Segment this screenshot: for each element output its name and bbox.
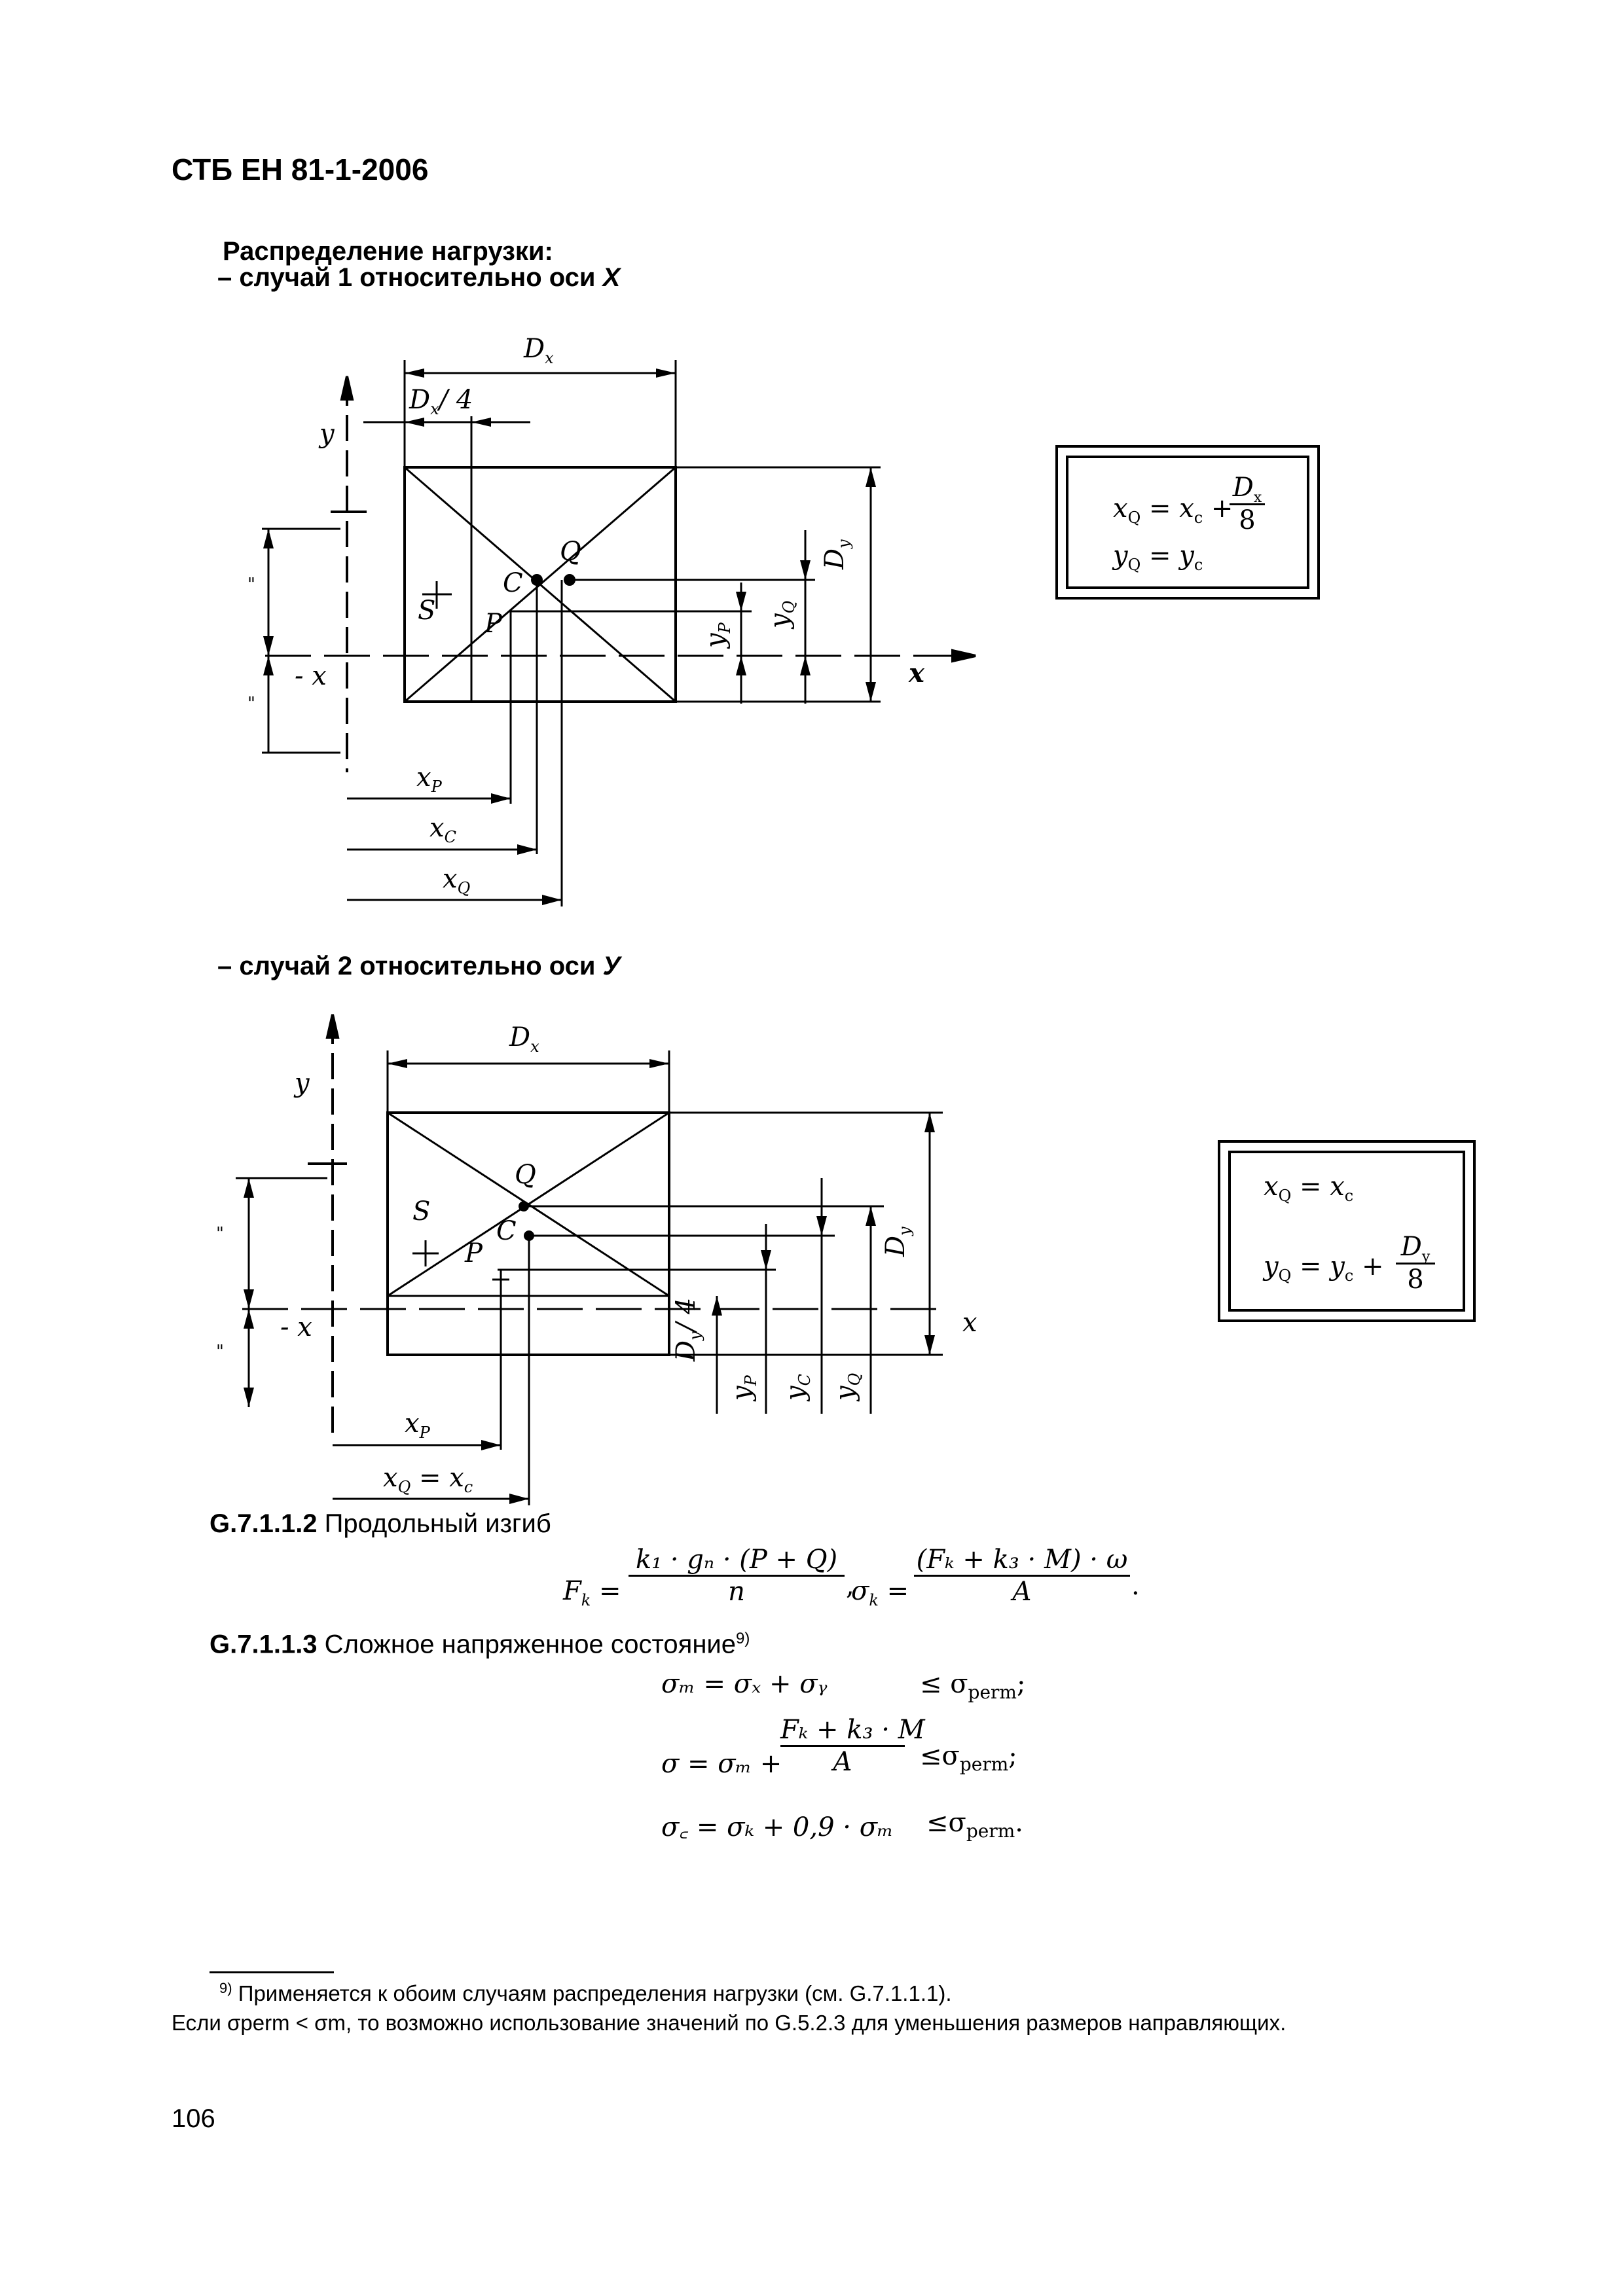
label-s-1: S — [418, 596, 436, 626]
label-q-1: Q — [560, 537, 581, 567]
formula2-line2: yQ = yc + — [1264, 1251, 1384, 1285]
formula2-fraction: Dy 8 — [1396, 1232, 1435, 1295]
label-c-1: C — [503, 568, 523, 598]
section-buckling-heading: G.7.1.1.2 Продольный изгиб — [210, 1509, 551, 1538]
case2-subtitle: – случай 2 относительно оси У — [217, 952, 621, 980]
footnote-line2: Если σperm < σm, то возможно использован… — [172, 2011, 1286, 2035]
label-yc-2: yC — [780, 1374, 814, 1401]
formula-box-case2: xQ = xc yQ = yc + Dy 8 — [1218, 1140, 1476, 1322]
label-s-2: S — [412, 1196, 431, 1227]
label-x-2: x — [962, 1308, 977, 1338]
quote-mark-2a: " — [216, 1224, 224, 1244]
equation-sigma-c-lhs: σ꜀ = σₖ + 0,9 · σₘ — [661, 1812, 894, 1842]
equation-sigma-c-rhs: ≤σperm. — [926, 1808, 1023, 1842]
formula-box-case1: xQ = xc + Dx 8 yQ = yc — [1055, 445, 1320, 600]
formula1-line2: yQ = yc — [1113, 541, 1203, 574]
label-p-1: P — [484, 609, 502, 639]
label-yp-2: yP — [727, 1375, 760, 1401]
label-p-2: P — [465, 1238, 483, 1268]
document-number: СТБ ЕН 81-1-2006 — [172, 152, 429, 187]
y-axis-arrow-1 — [340, 376, 354, 401]
quote-mark-2b: " — [216, 1342, 224, 1361]
case1-title: Распределение нагрузки: — [223, 237, 553, 266]
quote-mark-1b: " — [247, 694, 255, 713]
equation-sigma-fraction: Fₖ + k₃ · M A — [780, 1715, 925, 1777]
label-yq-2: yQ — [830, 1372, 864, 1401]
equation-sigma-lhs: σ = σₘ + — [661, 1749, 782, 1779]
page-number: 106 — [172, 2104, 215, 2133]
label-y-2: y — [295, 1068, 310, 1098]
case2-axis: У — [602, 952, 621, 980]
equation-sigma-m-lhs: σₘ = σₓ + σᵧ — [661, 1669, 828, 1699]
label-dx-1: Dx — [524, 334, 554, 367]
quote-mark-1a: " — [247, 575, 255, 594]
footnote-ref: 9) — [736, 1630, 750, 1647]
footnote-separator — [210, 1971, 334, 1973]
label-dy-2: Dy — [881, 1227, 914, 1257]
label-xq-1: xQ — [443, 864, 471, 897]
formula1-line1: xQ = xc + — [1113, 493, 1233, 527]
label-dx4-1: Dx/ 4 — [409, 385, 473, 418]
equation-sigma-rhs: ≤σperm; — [920, 1741, 1017, 1775]
label-dy4-2: Dy/ 4 — [671, 1297, 704, 1361]
equation-sigma-m-rhs: ≤ σperm; — [920, 1669, 1026, 1703]
label-minus-x-1: - x — [295, 661, 327, 691]
label-minus-x-2: - x — [280, 1312, 312, 1342]
car-floor-rect-1 — [403, 466, 677, 703]
label-xqc-2: xQ = xc — [383, 1463, 473, 1496]
label-dx-2: Dx — [509, 1022, 539, 1056]
case1-axis: X — [602, 263, 621, 292]
formula2-line1: xQ = xc — [1264, 1172, 1354, 1205]
label-x-1: x — [909, 658, 924, 689]
footnote-line1: 9) Применяется к обоим случаям распредел… — [219, 1980, 952, 2005]
label-xp-1: xP — [416, 762, 442, 796]
label-xp-2: xP — [405, 1408, 430, 1442]
x-axis-arrow-1 — [951, 649, 976, 663]
section-combined-heading: G.7.1.1.3 Сложное напряженное состояние9… — [210, 1630, 750, 1659]
label-xc-1: xC — [429, 813, 456, 846]
label-q-2: Q — [515, 1160, 536, 1190]
formula1-fraction: Dx 8 — [1230, 473, 1265, 535]
label-y-1: y — [319, 419, 335, 449]
label-c-2: C — [496, 1216, 517, 1246]
case1-subtitle: – случай 1 относительно оси X — [217, 263, 621, 292]
